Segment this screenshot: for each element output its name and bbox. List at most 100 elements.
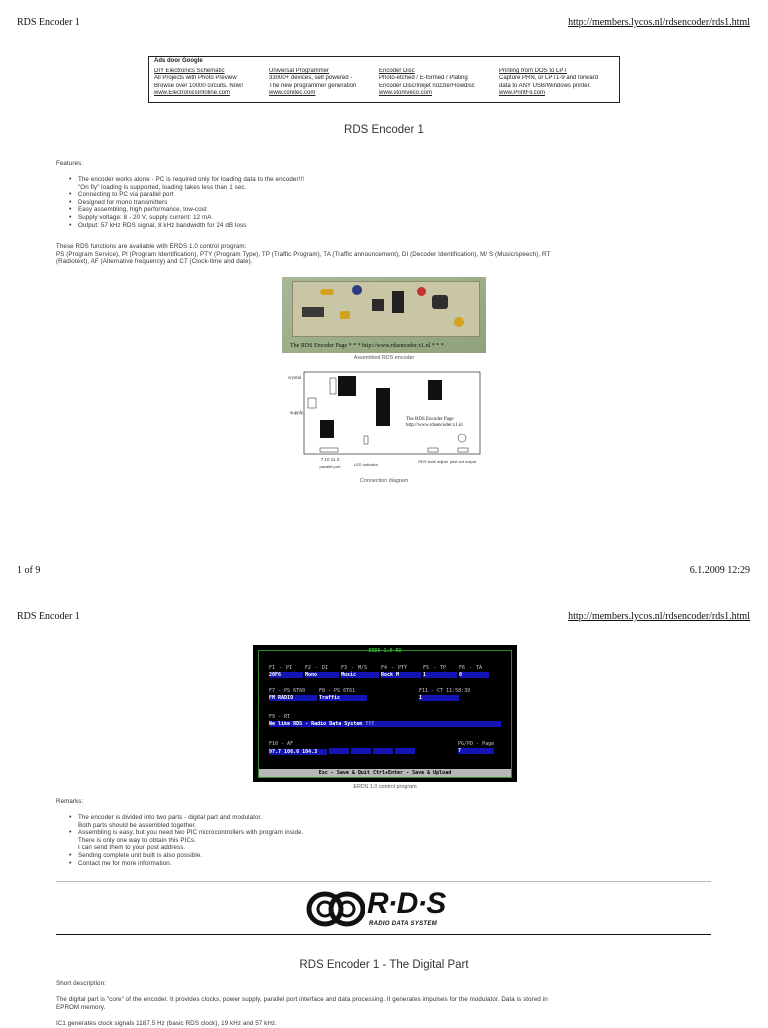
ad-line: data to ANY USB/Windows printer.	[499, 82, 591, 89]
capacitor	[417, 287, 426, 296]
ad-item[interactable]: Universal Programmer 33000+ devices, sel…	[269, 68, 381, 97]
list-item: I can send them to your post address.	[78, 844, 186, 852]
af-slot[interactable]	[329, 748, 349, 754]
list-item: The encoder is divided into two parts - …	[69, 814, 718, 822]
capacitor	[340, 311, 350, 319]
ad-headline[interactable]: Universal Programmer	[269, 68, 330, 74]
connection-diagram: crystal supply The RDS Encoder Page http…	[288, 371, 481, 469]
rds-logo-subtitle: RADIO DATA SYSTEM	[369, 921, 437, 927]
list-item: Designed for mono transmitters	[69, 199, 718, 207]
description-paragraph: The digital part is "core" of the encode…	[56, 996, 716, 1011]
photo-caption: Assembled RDS encoder	[353, 355, 415, 361]
page-field[interactable]: 7	[458, 748, 494, 754]
rds-logo: R·D·S RADIO DATA SYSTEM	[305, 887, 465, 933]
field-label: F3 - M/S	[341, 665, 368, 671]
ad-url[interactable]: www.conitec.com	[269, 89, 316, 96]
features-label: Features:	[56, 160, 84, 167]
functions-paragraph: These RDS functions are available with E…	[56, 243, 716, 266]
field-label: F7 - PS 6T60	[269, 688, 306, 694]
ct-field[interactable]: 1	[419, 695, 459, 701]
photo-watermark: The RDS Encoder Page * * * http://www.rd…	[290, 343, 444, 349]
page-label: PG/PD - Page	[458, 741, 495, 747]
list-item: "On fly" loading is supported, loading t…	[78, 183, 247, 191]
list-item: Sending complete unit built is also poss…	[69, 852, 718, 860]
ad-url[interactable]: www.storkveco.com	[379, 89, 433, 96]
field-label: F11 - CT 11:58:39	[419, 688, 471, 694]
crystal-component	[329, 377, 337, 395]
ad-url[interactable]: www.ElectronicsInfoline.com	[154, 89, 231, 96]
diagram-page-url: http://www.rdsencoder.x1.nl	[406, 423, 463, 428]
diagram-caption: Connection diagram	[359, 478, 409, 484]
crystal-label: crystal	[288, 375, 301, 380]
short-description-label: Short description:	[56, 980, 106, 987]
supply-connector	[307, 397, 317, 409]
section-title: RDS Encoder 1 - The Digital Part	[299, 959, 469, 971]
divider	[56, 881, 711, 882]
page-header-url[interactable]: http://members.lycos.nl/rdsencoder/rds1.…	[568, 611, 750, 622]
led-label: LED indicator	[354, 462, 379, 467]
list-item: Both parts should be assembled together.	[78, 821, 197, 829]
ad-headline[interactable]: Encoder Disc	[379, 68, 415, 74]
ic-chip	[320, 420, 334, 438]
ta-field[interactable]: 0	[459, 672, 489, 678]
remarks-label: Remarks:	[56, 798, 84, 805]
field-label: F8 - PS 6T61	[319, 688, 356, 694]
divider	[56, 934, 711, 935]
description-line: EPROM memory.	[56, 1003, 106, 1011]
field-label: F1 - PI	[269, 665, 293, 671]
af-slot[interactable]	[373, 748, 393, 754]
led-component	[363, 435, 369, 445]
description-line: The digital part is "core" of the encode…	[56, 996, 548, 1003]
ic-chip	[428, 380, 442, 400]
output-label: pilot out output	[450, 459, 477, 464]
ad-headline[interactable]: DIY Electronics Schematic	[154, 68, 225, 74]
list-item: Supply voltage: 8 - 20 V, supply current…	[69, 214, 718, 222]
functions-line: (Radiotext), AF (Alternative frequency) …	[56, 258, 253, 266]
field-label: F5 - TP	[423, 665, 447, 671]
list-item: Assembling is easy, but you need two PIC…	[69, 829, 718, 837]
ms-field[interactable]: Music	[341, 672, 379, 678]
capacitor	[352, 285, 362, 295]
field-label: F2 - DI	[305, 665, 329, 671]
capacitor	[454, 317, 464, 327]
di-field[interactable]: Mono	[305, 672, 339, 678]
parallel-port-label: parallel port	[320, 464, 342, 469]
page-header-title: RDS Encoder 1	[17, 17, 80, 28]
level-adjust	[427, 447, 439, 453]
ad-url[interactable]: www.PrintFil.com	[499, 89, 546, 96]
ps2-field[interactable]: Traffic	[319, 695, 367, 701]
ad-item[interactable]: Encoder Disc Photo-etched / E-formed / P…	[379, 68, 491, 97]
component	[432, 295, 448, 309]
rt-field[interactable]: We like RDS - Radio Data System !!!	[269, 721, 501, 727]
output-pins	[457, 447, 469, 453]
pi-field[interactable]: 20F6	[269, 672, 303, 678]
af-slot[interactable]	[395, 748, 415, 754]
function-row-2: F7 - PS 6T60 F8 - PS 6T61 F11 - CT 11:58:3…	[269, 688, 470, 694]
ad-item[interactable]: DIY Electronics Schematic All Projects w…	[154, 68, 266, 97]
supply-label: supply	[290, 410, 304, 415]
pty-field[interactable]: Rock M	[381, 672, 421, 678]
ads-title: Ads door Google	[154, 58, 203, 64]
terminal-frame	[258, 650, 512, 778]
page-header-url[interactable]: http://members.lycos.nl/rdsencoder/rds1.…	[568, 17, 750, 28]
ad-item[interactable]: Printing from DOS to LPT Capture PRN, or…	[499, 68, 617, 97]
ad-headline[interactable]: Printing from DOS to LPT	[499, 68, 568, 74]
terminal-title: ERDS 1.0 EU	[368, 648, 402, 654]
assembled-encoder-photo: The RDS Encoder Page * * * http://www.rd…	[282, 277, 486, 353]
ps-field[interactable]: FM RADIO	[269, 695, 317, 701]
af-slot[interactable]	[351, 748, 371, 754]
af-label: F10 - AF	[269, 741, 294, 747]
list-item: The encoder works alone - PC is required…	[69, 176, 718, 184]
ic-chip	[338, 376, 356, 396]
af-field[interactable]: 97.7 106.6 104.3	[269, 748, 327, 755]
tp-field[interactable]: 1	[423, 672, 457, 678]
ic-chip	[392, 291, 404, 313]
capacitor	[320, 289, 334, 295]
page-footer-right: 6.1.2009 12:29	[689, 565, 750, 576]
ad-line: 33000+ devices, self powered -	[269, 75, 353, 82]
page-header-title: RDS Encoder 1	[17, 611, 80, 622]
